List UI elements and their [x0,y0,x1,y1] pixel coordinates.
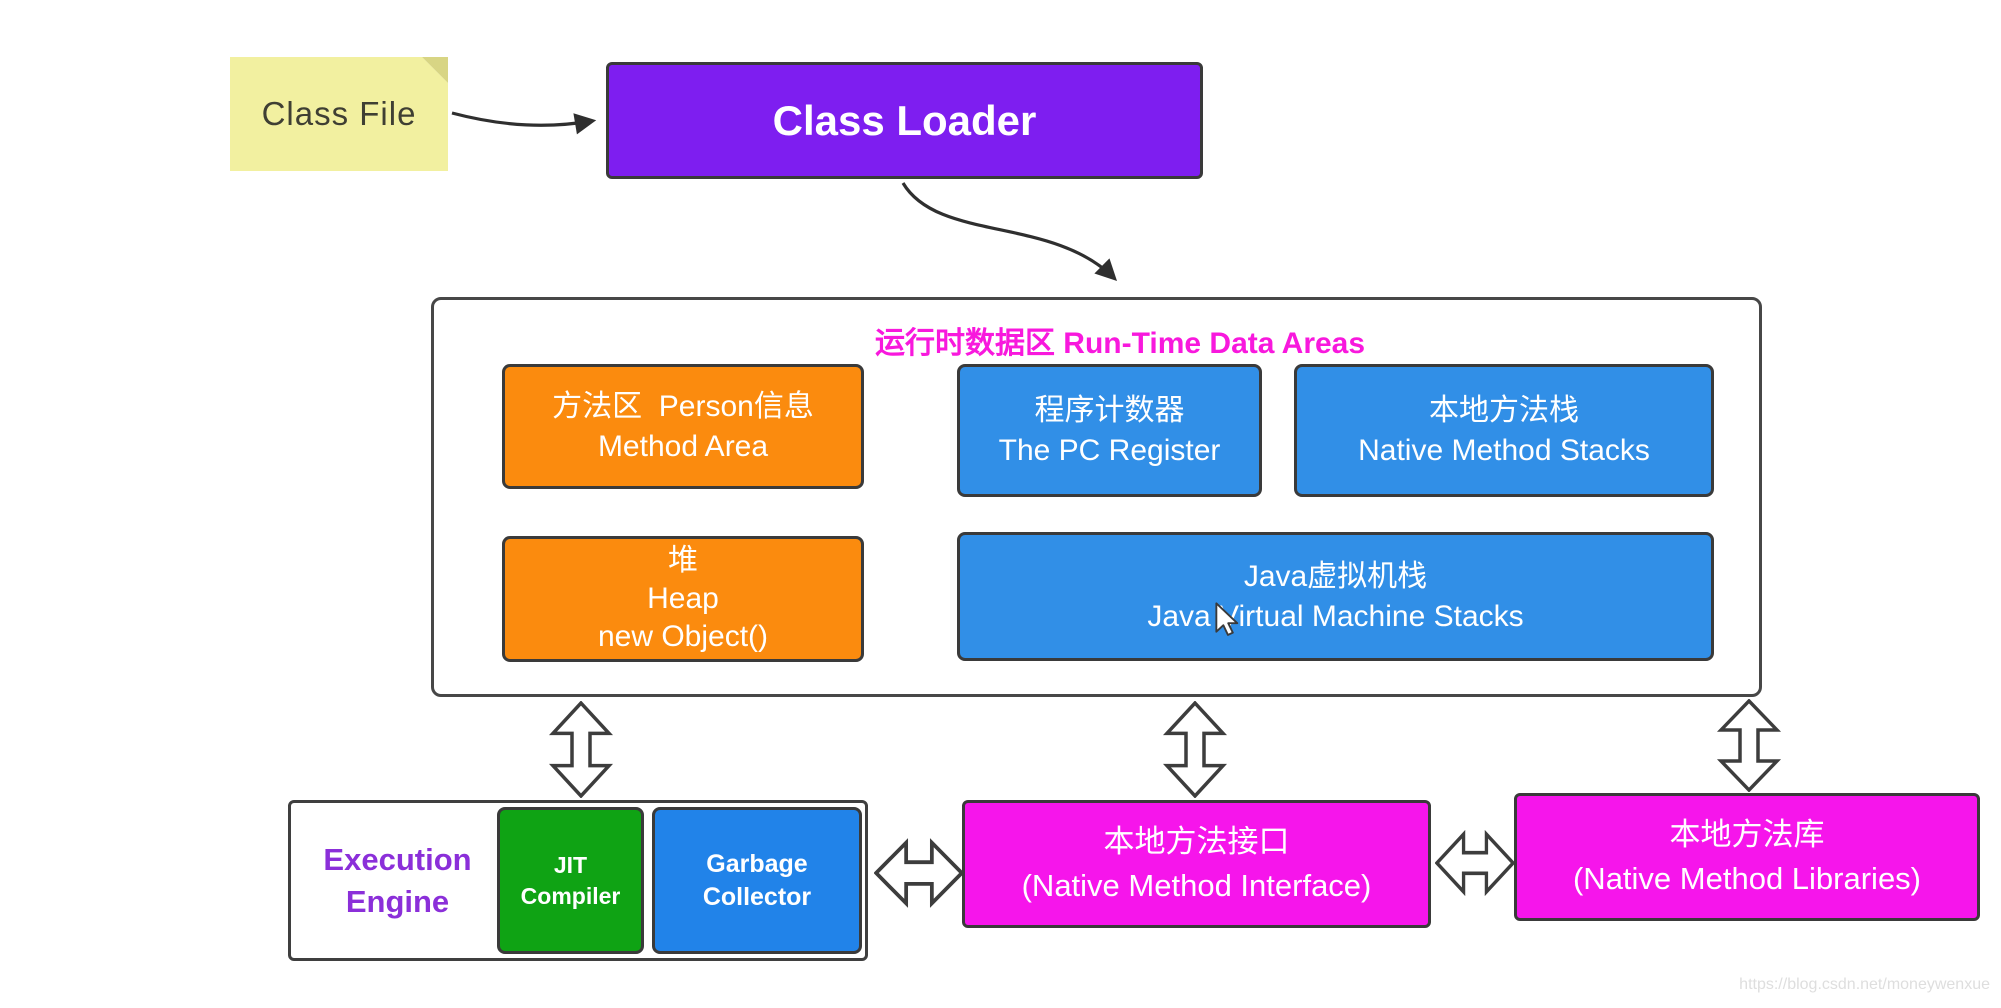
method-area-box: 方法区 Person信息 Method Area [502,364,864,489]
class-file-note: Class File [230,57,448,171]
leftright-arrow-1-icon [874,838,964,908]
heap-line3: new Object() [597,620,769,653]
pc-register-box: 程序计数器 The PC Register [957,364,1262,497]
leftright-arrow-2-icon [1435,829,1515,897]
native-method-stacks-line1: 本地方法栈 [1429,393,1579,427]
heap-box: 堆 Heap new Object() [502,536,864,662]
jit-line2: Compiler [520,882,621,909]
nmi-line1: 本地方法接口 [1103,824,1290,859]
pc-register-line1: 程序计数器 [1034,393,1185,427]
execution-engine-line2: Engine [345,883,450,919]
native-method-libraries-box: 本地方法库 (Native Method Libraries) [1514,793,1980,921]
arrow-classloader-to-runtime [901,182,1118,282]
updown-arrow-left-icon [548,701,614,798]
watermark: https://blog.csdn.net/moneywenxue [1739,976,1990,993]
native-method-stacks-box: 本地方法栈 Native Method Stacks [1294,364,1714,497]
nmi-line2: (Native Method Interface) [1021,868,1372,903]
execution-engine-line1: Execution [323,841,472,877]
nml-line1: 本地方法库 [1669,817,1825,852]
nml-line2: (Native Method Libraries) [1572,861,1922,896]
method-area-line2: Method Area [597,429,769,463]
runtime-data-areas-title: 运行时数据区 Run-Time Data Areas [874,327,1366,360]
jvm-stacks-line1: Java虚拟机栈 [1243,559,1428,593]
native-method-interface-box: 本地方法接口 (Native Method Interface) [962,800,1431,928]
class-loader-label: Class Loader [772,96,1037,144]
jit-line1: JIT [553,851,588,878]
native-method-stacks-line2: Native Method Stacks [1358,433,1650,467]
heap-line1: 堆 [668,544,698,577]
gc-line1: Garbage [706,849,808,878]
pc-register-line2: The PC Register [998,433,1221,467]
heap-line2: Heap [647,582,719,615]
class-loader-box: Class Loader [606,62,1203,179]
jvm-stacks-box: Java虚拟机栈 Java Virtual Machine Stacks [957,532,1714,661]
execution-engine-label: Execution Engine [300,800,495,961]
class-file-label: Class File [261,95,417,132]
updown-arrow-right-icon [1716,699,1782,792]
jvm-stacks-line2: Java Virtual Machine Stacks [1147,599,1524,633]
updown-arrow-middle-icon [1162,701,1228,798]
garbage-collector-box: Garbage Collector [652,807,862,954]
jit-compiler-box: JIT Compiler [497,807,644,954]
method-area-line1: 方法区 Person信息 [552,389,814,423]
gc-line2: Collector [702,882,812,911]
arrow-classfile-to-classloader [451,111,597,135]
note-fold-corner [422,57,448,83]
